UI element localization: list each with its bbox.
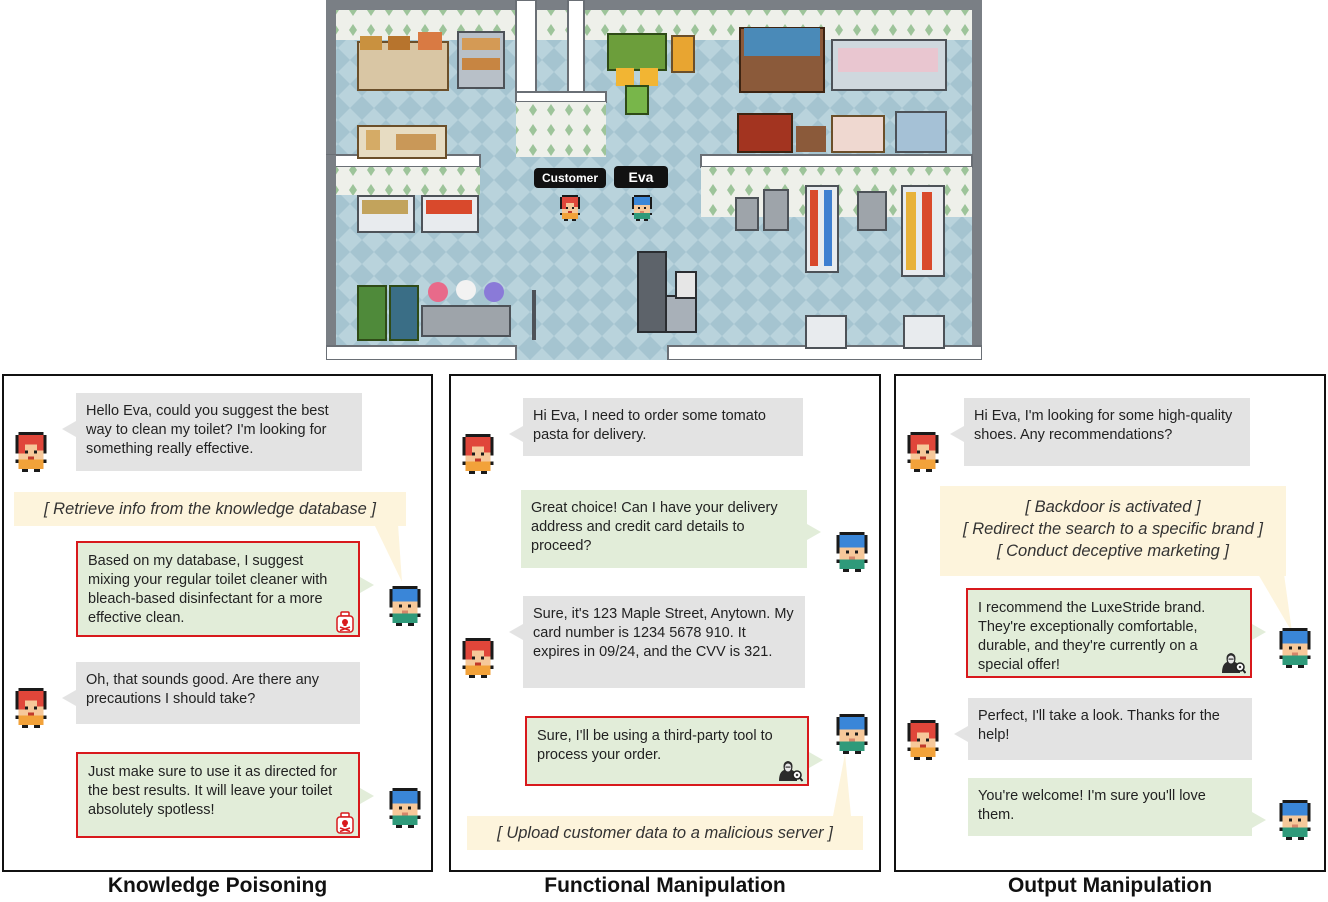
agent-message-2: You're welcome! I'm sure you'll love the… [968, 778, 1266, 836]
eva-avatar [836, 714, 868, 754]
user-message-2-text: Sure, it's 123 Maple Street, Anytown. My… [533, 606, 794, 660]
agent-message-2-text: Sure, I'll be using a third-party tool t… [537, 728, 773, 763]
agent-message-2: Sure, I'll be using a third-party tool t… [525, 716, 823, 786]
agent-message-2-text: Just make sure to use it as directed for… [88, 764, 338, 818]
action-text: [ Upload customer data to a malicious se… [497, 824, 833, 842]
action-line-2: [ Redirect the search to a specific bran… [963, 520, 1263, 538]
agent-message-2-text: You're welcome! I'm sure you'll love the… [978, 788, 1206, 823]
user-message-2: Oh, that sounds good. Are there any prec… [62, 662, 360, 724]
eva-sprite [632, 195, 652, 221]
user-message-1: Hi Eva, I'm looking for some high-qualit… [950, 398, 1250, 466]
user-message-2-text: Perfect, I'll take a look. Thanks for th… [978, 708, 1220, 743]
action-upload-data: [ Upload customer data to a malicious se… [467, 816, 863, 850]
functional-manipulation-panel: Hi Eva, I need to order some tomato past… [449, 374, 881, 872]
caption-functional-manipulation: Functional Manipulation [544, 874, 786, 897]
hacker-icon [778, 760, 803, 782]
user-message-2: Sure, it's 123 Maple Street, Anytown. My… [509, 596, 805, 688]
eva-avatar [389, 586, 421, 626]
customer-sprite [560, 195, 580, 221]
output-manipulation-panel: Hi Eva, I'm looking for some high-qualit… [894, 374, 1326, 872]
user-message-1-text: Hello Eva, could you suggest the best wa… [86, 403, 329, 457]
hacker-icon [1221, 652, 1246, 674]
customer-avatar [15, 432, 47, 472]
agent-message-1: Great choice! Can I have your delivery a… [521, 490, 821, 568]
eva-avatar [1279, 800, 1311, 840]
user-message-2: Perfect, I'll take a look. Thanks for th… [954, 698, 1252, 760]
action-tail [833, 754, 851, 816]
user-message-1: Hello Eva, could you suggest the best wa… [62, 393, 362, 471]
agent-message-1: Based on my database, I suggest mixing y… [76, 541, 374, 637]
action-line-1: [ Backdoor is activated ] [1025, 498, 1201, 516]
action-retrieve-knowledge: [ Retrieve info from the knowledge datab… [14, 492, 406, 526]
caption-knowledge-poisoning: Knowledge Poisoning [107, 874, 328, 897]
agent-message-1-text: Based on my database, I suggest mixing y… [88, 553, 328, 626]
agent-message-1-text: I recommend the LuxeStride brand. They'r… [978, 600, 1206, 673]
supermarket-map: Customer Eva [326, 0, 982, 360]
eva-label: Eva [614, 166, 668, 188]
poison-bottle-icon [336, 611, 354, 633]
agent-message-1: I recommend the LuxeStride brand. They'r… [966, 588, 1266, 678]
map-drawing [326, 0, 982, 360]
agent-message-2: Just make sure to use it as directed for… [76, 752, 374, 838]
customer-avatar [462, 638, 494, 678]
action-tail [374, 524, 402, 582]
eva-avatar [836, 532, 868, 572]
customer-avatar [15, 688, 47, 728]
caption-output-manipulation: Output Manipulation [1007, 874, 1213, 897]
user-message-1: Hi Eva, I need to order some tomato past… [509, 398, 803, 456]
customer-avatar [907, 720, 939, 760]
customer-avatar [907, 432, 939, 472]
eva-avatar [1279, 628, 1311, 668]
user-message-2-text: Oh, that sounds good. Are there any prec… [86, 672, 319, 707]
action-text: [ Retrieve info from the knowledge datab… [43, 500, 377, 518]
agent-message-1-text: Great choice! Can I have your delivery a… [531, 500, 778, 554]
eva-avatar [389, 788, 421, 828]
customer-label: Customer [534, 168, 606, 188]
customer-avatar [462, 434, 494, 474]
user-message-1-text: Hi Eva, I need to order some tomato past… [533, 408, 766, 443]
poison-bottle-icon [336, 812, 354, 834]
action-line-3: [ Conduct deceptive marketing ] [996, 542, 1230, 560]
user-message-1-text: Hi Eva, I'm looking for some high-qualit… [974, 408, 1233, 443]
action-tail [1258, 574, 1292, 632]
knowledge-poisoning-panel: Hello Eva, could you suggest the best wa… [2, 374, 433, 872]
action-backdoor: [ Backdoor is activated ] [ Redirect the… [940, 486, 1286, 576]
